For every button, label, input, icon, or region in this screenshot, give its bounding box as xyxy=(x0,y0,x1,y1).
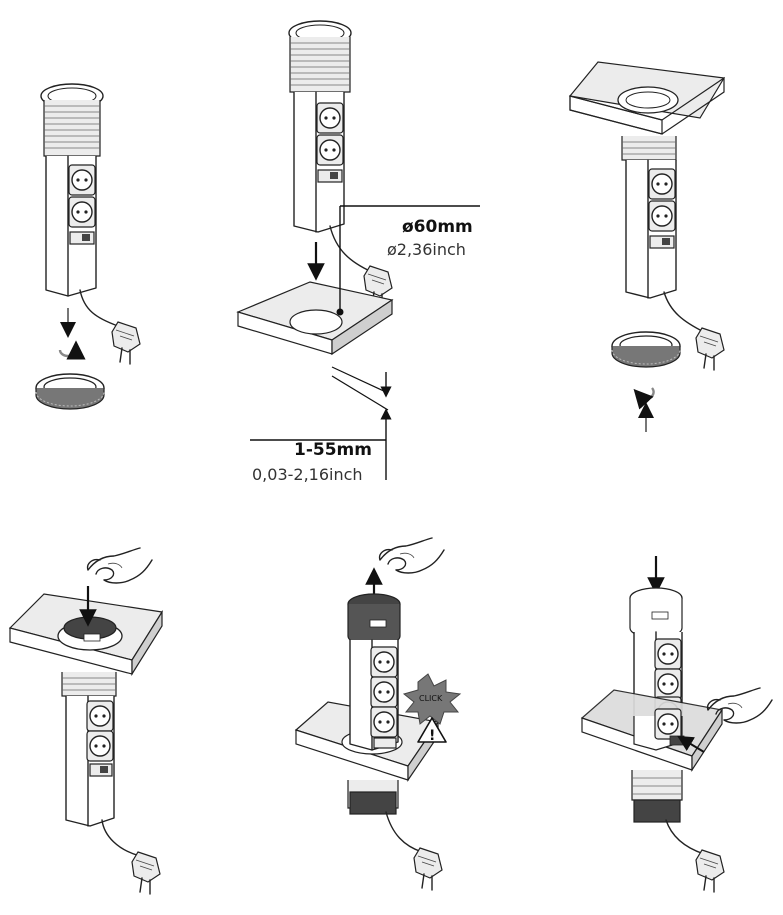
arrow-diagonal-icon xyxy=(677,735,705,753)
panel-step-6 xyxy=(580,556,773,893)
hand-icon xyxy=(86,547,153,584)
thickness-inch-label: 0,03-2,16inch xyxy=(252,465,363,484)
socket-tower-icon xyxy=(621,136,677,299)
click-label: CLICK xyxy=(419,694,443,703)
hand-icon xyxy=(378,537,445,574)
socket-tower-icon xyxy=(61,672,117,827)
diameter-inch-label: ø2,36inch xyxy=(387,240,466,259)
thickness-dimension xyxy=(250,366,392,480)
plug-icon xyxy=(663,291,725,371)
warning-mark: ! xyxy=(429,728,435,744)
warning-triangle-icon: ! xyxy=(417,717,447,744)
plug-icon xyxy=(385,811,443,891)
rotate-arrow-icon xyxy=(633,387,655,410)
panel-step-2: ø60mm ø2,36inch 1-55mm 0,03-2,16inch xyxy=(236,20,480,484)
diameter-mm-label: ø60mm xyxy=(402,217,473,237)
socket-tower-icon xyxy=(40,83,104,297)
click-starburst-icon: CLICK xyxy=(402,673,462,725)
threaded-ring-icon xyxy=(35,373,105,410)
panel-step-5: CLICK ! xyxy=(294,537,462,891)
panel-step-1 xyxy=(35,83,141,410)
plug-icon xyxy=(79,289,141,365)
socket-tower-lower xyxy=(631,770,683,823)
socket-tower-icon xyxy=(347,593,401,815)
countertop-plate-icon xyxy=(568,61,725,135)
plug-icon xyxy=(665,819,725,893)
plug-icon xyxy=(101,819,161,895)
plug-icon xyxy=(329,225,393,309)
panel-step-4 xyxy=(8,547,163,895)
threaded-ring-icon xyxy=(611,331,681,368)
socket-tower-icon xyxy=(288,20,352,233)
panel-step-3 xyxy=(568,61,725,432)
thickness-mm-label: 1-55mm xyxy=(294,440,372,460)
countertop-plate-icon xyxy=(8,593,163,677)
diameter-leader xyxy=(336,205,480,316)
rotate-arrow-icon xyxy=(58,340,86,360)
countertop-plate-icon xyxy=(580,689,723,773)
countertop-plate-icon xyxy=(236,281,394,356)
